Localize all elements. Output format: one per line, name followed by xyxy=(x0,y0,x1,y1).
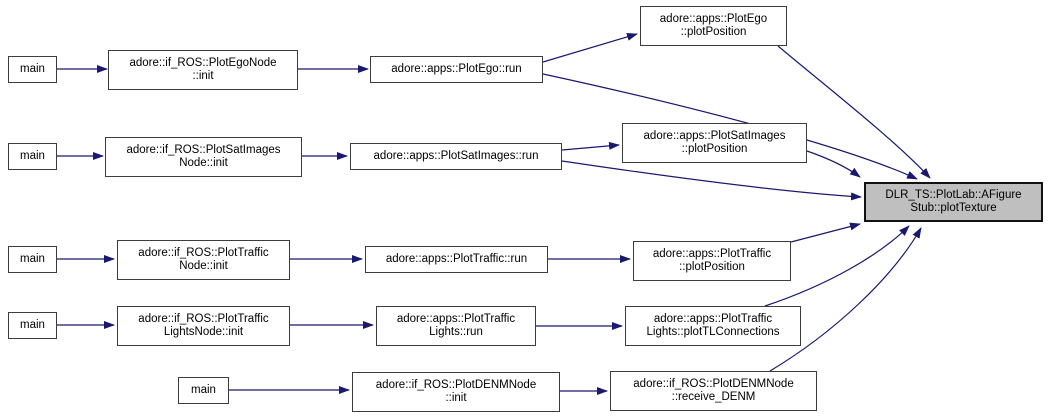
node-main-3[interactable]: main xyxy=(8,246,57,273)
node-plotego-run[interactable]: adore::apps::PlotEgo::run xyxy=(370,56,543,83)
edge-plottlconnections-to-plottexture xyxy=(764,225,910,307)
node-plotsatimages-run[interactable]: adore::apps::PlotSatImages::run xyxy=(350,143,562,170)
edge-receive-denm-to-plottexture xyxy=(769,227,922,372)
node-plotego-plotposition[interactable]: adore::apps::PlotEgo ::plotPosition xyxy=(640,6,787,46)
edge-plotego-plotposition-to-plottexture xyxy=(777,45,931,179)
node-plotdenmnode-init[interactable]: adore::if_ROS::PlotDENMNode ::init xyxy=(352,372,560,412)
edge-plottraffic-plotposition-to-plottexture xyxy=(790,222,861,243)
node-plottrafficlights-run[interactable]: adore::apps::PlotTraffic Lights::run xyxy=(376,306,536,346)
node-plotsatimages-plotposition[interactable]: adore::apps::PlotSatImages ::plotPositio… xyxy=(622,123,807,163)
node-main-1[interactable]: main xyxy=(8,56,57,83)
node-plottrafficlightsnode-init[interactable]: adore::if_ROS::PlotTraffic LightsNode::i… xyxy=(117,306,290,346)
edge-plotsatimages-run-to-plotsatimages-plotposition xyxy=(561,141,620,151)
node-plottraffic-plotposition[interactable]: adore::apps::PlotTraffic ::plotPosition xyxy=(633,241,791,281)
edge-plotego-run-to-plotego-plotposition xyxy=(542,33,638,63)
node-main-5[interactable]: main xyxy=(178,377,229,404)
node-plottexture-highlighted: DLR_TS::PlotLab::AFigure Stub::plotTextu… xyxy=(864,182,1043,222)
edge-plotsatimages-run-to-plottexture xyxy=(561,160,862,201)
node-plottrafficnode-init[interactable]: adore::if_ROS::PlotTraffic Node::init xyxy=(117,240,290,280)
node-plotsatimagesnode-init[interactable]: adore::if_ROS::PlotSatImages Node::init xyxy=(105,137,302,177)
node-plottrafficlights-plottlconnections[interactable]: adore::apps::PlotTraffic Lights::plotTLC… xyxy=(625,306,801,346)
node-plottraffic-run[interactable]: adore::apps::PlotTraffic::run xyxy=(365,246,548,273)
node-plotegonode-init[interactable]: adore::if_ROS::PlotEgoNode ::init xyxy=(108,50,298,90)
node-plotdenmnode-receive-denm[interactable]: adore::if_ROS::PlotDENMNode ::receive_DE… xyxy=(610,371,817,411)
node-main-2[interactable]: main xyxy=(8,143,57,170)
node-main-4[interactable]: main xyxy=(8,312,57,339)
edge-plotsatimages-plotposition-to-plottexture xyxy=(806,150,861,178)
